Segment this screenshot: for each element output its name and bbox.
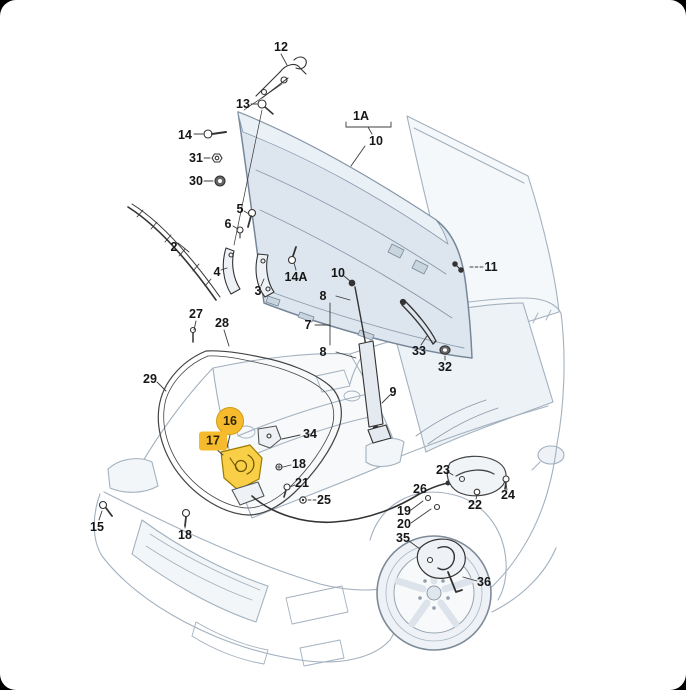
part-callout-2[interactable]: 2 — [170, 239, 178, 254]
striker-part-35-36 — [416, 538, 466, 593]
part-callout-8-bottom[interactable]: 8 — [319, 344, 327, 359]
part-callout-5[interactable]: 5 — [236, 201, 244, 216]
part-callout-10-hood[interactable]: 10 — [369, 133, 383, 148]
part-callout-27[interactable]: 27 — [189, 306, 203, 321]
bolt-part-15 — [98, 500, 113, 517]
part-callout-12[interactable]: 12 — [274, 39, 288, 54]
hinge-bracket-part-3 — [255, 253, 275, 298]
bolt-part-14 — [203, 129, 227, 139]
part-callout-28[interactable]: 28 — [215, 315, 229, 330]
part-callout-22[interactable]: 22 — [468, 497, 482, 512]
part-callout-19[interactable]: 19 — [397, 503, 411, 518]
nut-part-31 — [211, 153, 223, 163]
clip-part-25 — [299, 496, 307, 504]
part-callout-16[interactable]: 16 — [216, 407, 244, 435]
part-callout-13[interactable]: 13 — [236, 96, 250, 111]
part-callout-34[interactable]: 34 — [303, 426, 317, 441]
part-callout-18-lock[interactable]: 18 — [292, 456, 306, 471]
grommet-part-32 — [439, 345, 451, 355]
part-callout-21[interactable]: 21 — [295, 475, 309, 490]
leader-lines — [98, 53, 508, 582]
part-callout-8-top[interactable]: 8 — [319, 288, 327, 303]
bolt-part-14a — [287, 246, 297, 265]
part-callout-1A[interactable]: 1A — [353, 108, 369, 123]
part-callout-25[interactable]: 25 — [317, 492, 331, 507]
bolt-part-5 — [247, 208, 257, 228]
part-callout-36[interactable]: 36 — [477, 574, 491, 589]
part-callout-14[interactable]: 14 — [178, 127, 192, 142]
part-callout-31[interactable]: 31 — [189, 150, 203, 165]
clip-part-27 — [189, 326, 197, 343]
part-callout-3[interactable]: 3 — [254, 283, 262, 298]
part-callout-14A[interactable]: 14A — [284, 269, 308, 284]
part-callout-26[interactable]: 26 — [413, 481, 427, 496]
part-callout-15[interactable]: 15 — [90, 519, 104, 534]
prop-rod-part-33 — [399, 298, 437, 345]
release-cable-part — [251, 480, 451, 524]
part-callout-6[interactable]: 6 — [224, 216, 232, 231]
part-callout-11[interactable]: 11 — [484, 259, 498, 274]
part-details — [98, 56, 510, 593]
part-callout-17[interactable]: 17 — [199, 431, 227, 451]
gas-strut-part — [348, 279, 392, 444]
bracket-part-34 — [257, 425, 282, 449]
grommet-part-30 — [214, 175, 226, 187]
part-callout-23[interactable]: 23 — [436, 462, 450, 477]
part-callout-9[interactable]: 9 — [389, 384, 397, 399]
part-callout-20[interactable]: 20 — [397, 516, 411, 531]
part-callout-35[interactable]: 35 — [396, 530, 410, 545]
part-callout-24[interactable]: 24 — [501, 487, 515, 502]
part-callout-7[interactable]: 7 — [304, 317, 312, 332]
hood-panel — [237, 111, 473, 359]
hinge-assembly-part — [243, 56, 307, 111]
part-callout-18-front[interactable]: 18 — [178, 527, 192, 542]
clip-part-11 — [452, 261, 464, 273]
part-callout-4[interactable]: 4 — [213, 264, 221, 279]
part-callout-10-strut[interactable]: 10 — [331, 265, 345, 280]
part-callout-32[interactable]: 32 — [438, 359, 452, 374]
hinge-bracket-part-4 — [222, 247, 241, 295]
part-callout-33[interactable]: 33 — [412, 343, 426, 358]
bolt-part-13 — [233, 99, 274, 246]
hood-lock-part — [220, 444, 265, 506]
seal-strip-part-2 — [127, 203, 221, 301]
clip-part-6 — [236, 226, 244, 239]
bolt-part-18-lock — [275, 463, 283, 471]
part-callout-29[interactable]: 29 — [143, 371, 157, 386]
part-callout-30[interactable]: 30 — [189, 173, 203, 188]
